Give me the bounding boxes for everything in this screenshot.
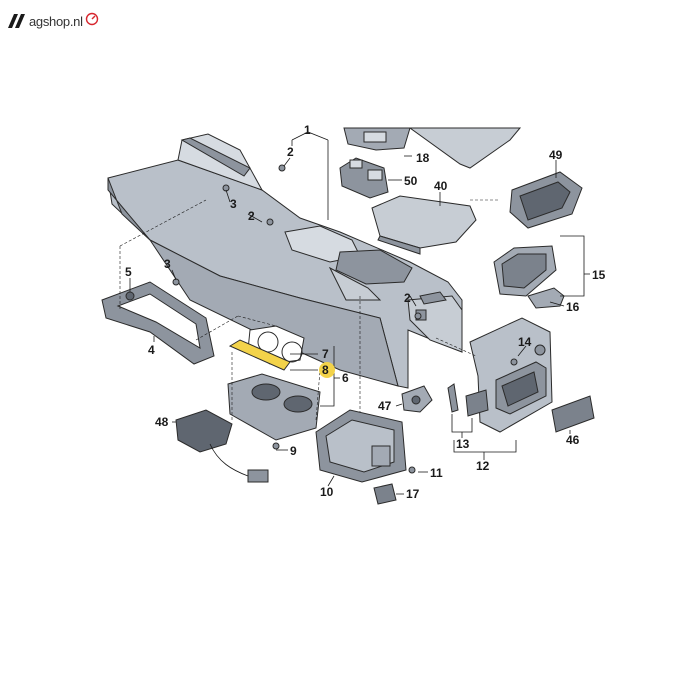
reference-lines (119, 199, 500, 421)
callout-8: 8 (322, 363, 329, 377)
part-4-mounting-bracket (101, 281, 215, 365)
screws (172, 164, 518, 474)
part-17-small-cover (373, 483, 397, 505)
callout-47: 47 (378, 399, 392, 413)
callout-11: 11 (430, 466, 443, 480)
part-40-armrest-lid (371, 195, 477, 255)
callout-2-top: 2 (287, 145, 294, 159)
callout-4: 4 (148, 343, 155, 357)
part-top-cover-strip (408, 127, 522, 169)
callout-3-upper: 3 (230, 197, 237, 211)
part-13-clips (447, 383, 489, 417)
callout-12: 12 (476, 459, 490, 473)
callout-7: 7 (322, 347, 329, 361)
brand-logo-text: agshop.nl (29, 13, 83, 29)
callout-6: 6 (342, 371, 349, 385)
callout-labels: 1 2 18 50 40 49 3 2 5 3 15 2 16 14 4 7 8… (125, 123, 606, 501)
leader-lines (129, 128, 590, 495)
callout-40: 40 (434, 179, 448, 193)
callout-2-mid: 2 (248, 209, 255, 223)
part-47-socket (401, 385, 433, 413)
callout-1: 1 (304, 123, 311, 137)
callout-2-right: 2 (404, 291, 411, 305)
callout-15: 15 (592, 268, 606, 282)
callout-50: 50 (404, 174, 418, 188)
center-console-body (107, 133, 463, 389)
part-6-cupholder-tray (227, 373, 321, 441)
part-15-vent-housing (493, 245, 557, 297)
part-18-trim-strip (343, 127, 411, 151)
part-10-storage-box (315, 409, 407, 483)
part-46-cover-plate (551, 395, 595, 433)
callout-16: 16 (566, 300, 580, 314)
callout-49: 49 (549, 148, 563, 162)
part-8-insert-strip (228, 339, 291, 371)
callout-14: 14 (518, 335, 532, 349)
part-49-air-vent (509, 171, 583, 229)
speedometer-icon (85, 12, 99, 31)
callout-9: 9 (290, 444, 297, 458)
brand-logo[interactable]: agshop.nl (8, 10, 99, 32)
callout-8-highlight (319, 362, 335, 378)
callout-3-lower: 3 (164, 257, 171, 271)
callout-48: 48 (155, 415, 169, 429)
part-16-small-trim (527, 287, 565, 309)
callout-5: 5 (125, 265, 132, 279)
part-12-rear-panel (469, 317, 553, 433)
part-50-switch-panel (339, 157, 389, 199)
callout-10: 10 (320, 485, 334, 499)
part-48-control-module (175, 409, 269, 483)
callout-18: 18 (416, 151, 430, 165)
callout-13: 13 (456, 437, 470, 451)
vag-double-chevron-icon (8, 13, 28, 29)
callout-17: 17 (406, 487, 420, 501)
callout-46: 46 (566, 433, 580, 447)
